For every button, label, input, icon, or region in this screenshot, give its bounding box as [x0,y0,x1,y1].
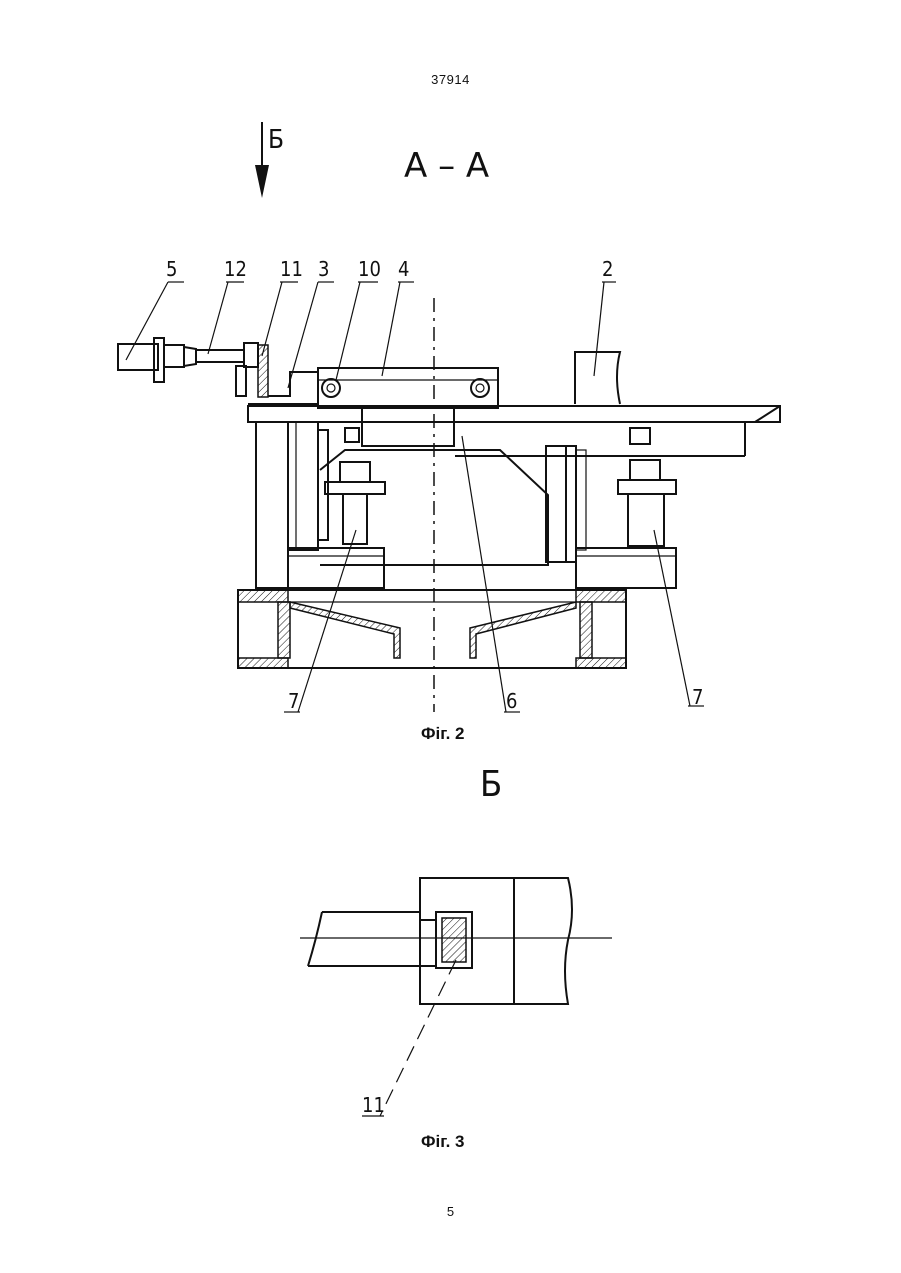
label-11: 11 [280,257,303,281]
view-arrow: Б [255,122,284,198]
label-3: 3 [318,257,329,281]
label-7-right: 7 [692,685,703,709]
label-7-left: 7 [288,689,299,713]
label-12: 12 [224,257,247,281]
figure-2-caption: Фіг. 2 [421,724,465,744]
label-5: 5 [166,257,177,281]
view-b-title: Б [480,764,502,805]
view-arrow-label: Б [268,125,284,155]
label-4: 4 [398,257,409,281]
figure-3-caption: Фіг. 3 [421,1132,465,1152]
label-6: 6 [506,689,517,713]
figure-3-drawing: Б 11 [300,764,612,1117]
label-11-fig3: 11 [362,1093,385,1117]
page-number: 5 [0,1204,901,1219]
figure-2-drawing: 5 12 11 3 10 4 2 7 6 7 [118,257,780,713]
label-2: 2 [602,257,613,281]
label-10: 10 [358,257,381,281]
